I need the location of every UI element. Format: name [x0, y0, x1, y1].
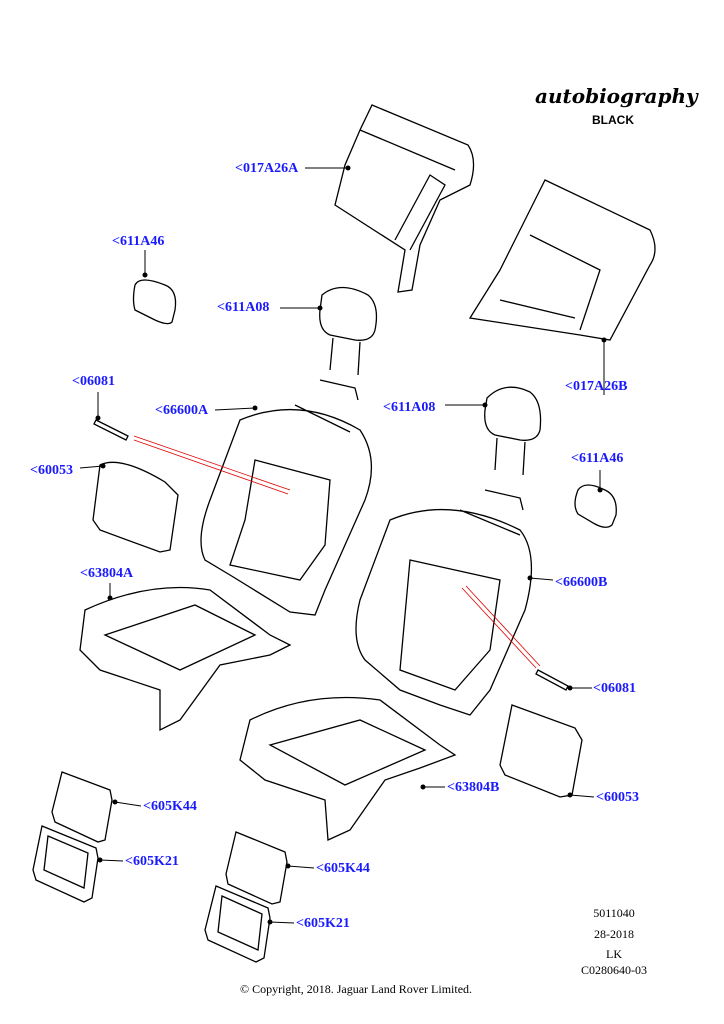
callout-605K21-left[interactable]: <605K21 — [125, 854, 179, 869]
callout-605K44-right[interactable]: <605K44 — [316, 861, 370, 876]
highlight-line-b — [461, 585, 541, 669]
diagram-number: 5011040 — [593, 906, 635, 920]
callout-605K21-right[interactable]: <605K21 — [296, 916, 350, 931]
callout-63804A[interactable]: <63804A — [80, 566, 134, 581]
brand-trim: BLACK — [592, 113, 634, 127]
callout-611A08-left[interactable]: <611A08 — [217, 300, 270, 315]
part-611A46-right — [574, 484, 617, 528]
callout-66600A[interactable]: <66600A — [155, 403, 209, 418]
part-60053-left — [92, 461, 179, 553]
callout-63804B[interactable]: <63804B — [447, 780, 500, 795]
callout-605K44-left[interactable]: <605K44 — [143, 799, 197, 814]
copyright: © Copyright, 2018. Jaguar Land Rover Lim… — [239, 982, 473, 996]
part-017A26A — [334, 104, 475, 293]
part-611A08-left — [319, 286, 378, 401]
callout-60053-right[interactable]: <60053 — [596, 790, 639, 805]
diagram-ref: C0280640-03 — [581, 963, 647, 977]
part-66600B — [355, 508, 533, 716]
part-63804B — [239, 696, 457, 841]
part-66600A — [200, 404, 373, 616]
callout-60053-left[interactable]: <60053 — [30, 463, 73, 478]
part-605K44-left — [51, 771, 113, 843]
diagram-date: 28-2018 — [594, 927, 634, 941]
brand-logo: autobiography — [535, 84, 698, 108]
callout-611A08-right[interactable]: <611A08 — [383, 400, 436, 415]
callout-06081-right[interactable]: <06081 — [593, 681, 636, 696]
part-611A08-right — [484, 386, 542, 511]
part-017A26B — [468, 179, 656, 341]
part-63804A — [79, 586, 292, 732]
callout-611A46-right[interactable]: <611A46 — [571, 451, 624, 466]
leader-dots — [95, 165, 607, 925]
callout-66600B[interactable]: <66600B — [555, 575, 608, 590]
part-605K44-right — [225, 831, 288, 905]
callout-017A26B[interactable]: <017A26B — [565, 379, 628, 394]
part-06081-right — [535, 669, 569, 691]
part-60053-right — [499, 704, 583, 798]
diagram-code: LK — [606, 947, 622, 961]
leader-lines — [79, 167, 605, 924]
part-605K21-right — [204, 885, 271, 963]
callout-611A46-left[interactable]: <611A46 — [112, 234, 165, 249]
callout-06081-left[interactable]: <06081 — [72, 374, 115, 389]
highlight-line-a — [133, 435, 291, 495]
part-611A46-left — [132, 279, 177, 325]
part-06081-left — [93, 419, 129, 441]
callout-017A26A[interactable]: <017A26A — [235, 161, 299, 176]
part-605K21-left — [32, 825, 99, 903]
